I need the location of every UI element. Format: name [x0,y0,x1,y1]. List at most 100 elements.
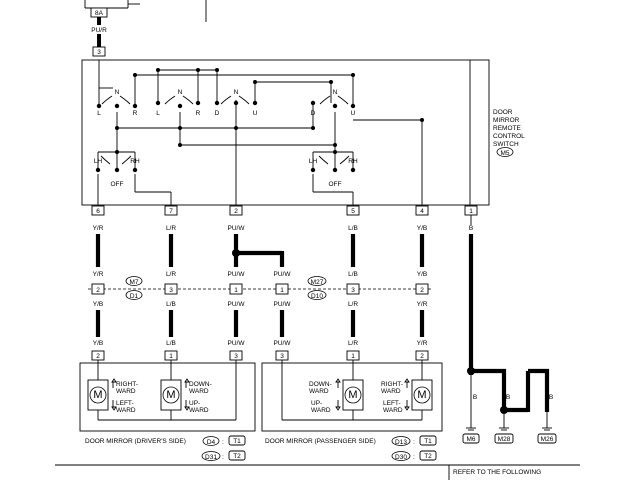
motor-icon: M [166,389,175,401]
svg-text:PU/W: PU/W [274,301,292,308]
svg-text:6: 6 [96,208,100,215]
svg-text:7: 7 [169,208,173,215]
svg-text:MIRROR: MIRROR [493,117,520,124]
svg-text:B: B [473,394,477,401]
svg-text:PU/W: PU/W [228,301,246,308]
svg-text:L/R: L/R [166,271,176,278]
svg-text:Y/B: Y/B [93,301,103,308]
joint-wire-labels-bottom: Y/B L/B PU/W PU/W L/R Y/R [93,301,428,308]
svg-text:T2: T2 [424,453,432,460]
svg-text:WARD: WARD [311,407,331,414]
svg-text:REMOTE: REMOTE [493,125,521,132]
top-wire-upper [97,17,101,25]
svg-text:WARD: WARD [381,388,401,395]
svg-text:B: B [469,225,473,232]
svg-text:D30: D30 [395,454,407,461]
switch-internals [95,60,471,205]
passenger-mirror-internals [281,360,433,421]
svg-text:SWITCH: SWITCH [493,141,519,148]
joint-wire-labels-top: Y/R L/R PU/W PU/W L/B Y/B [93,271,428,278]
svg-text:WARD: WARD [189,388,209,395]
ground-wire-labels: B B B [473,394,553,401]
mirror-connector-pins: 2 1 3 3 1 2 [91,350,429,361]
svg-text:B: B [506,394,510,401]
svg-text:2: 2 [420,287,424,294]
driver-motor-labels: RIGHT- WARD LEFT- WARD DOWN- WARD UP- WA… [116,381,212,414]
svg-text:3: 3 [169,287,173,294]
svg-text:WARD: WARD [383,407,403,414]
svg-text:4: 4 [420,208,424,215]
svg-text:L/B: L/B [166,301,176,308]
upper-wires [95,215,474,375]
svg-text:2: 2 [96,353,100,360]
ground-label: M28 [498,436,511,443]
driver-mirror-title: DOOR MIRROR (DRIVER'S SIDE) [85,438,186,445]
top-wire-lower [97,34,101,47]
svg-text:D31: D31 [205,454,217,461]
passenger-mirror-ids: D13 : T1 D30 : T2 [391,435,437,461]
svg-text:2: 2 [420,353,424,360]
top-wire-color: PU/R [91,27,107,34]
motor-icon: M [348,389,357,401]
driver-mirror-ids: D4 : T1 D31 : T2 [201,435,246,461]
svg-text:5: 5 [351,208,355,215]
svg-text:LEFT-: LEFT- [383,400,401,407]
svg-text::: : [222,439,224,446]
svg-text:Y/R: Y/R [417,340,428,347]
svg-text:Y/B: Y/B [93,340,103,347]
svg-text:LEFT-: LEFT- [116,400,134,407]
svg-text::: : [413,439,415,446]
svg-text:1: 1 [234,287,238,294]
motor-icon: M [93,389,102,401]
svg-text:1: 1 [351,353,355,360]
switch-name: DOOR MIRROR REMOTE CONTROL SWITCH [493,109,525,148]
ground-label: M6 [466,436,475,443]
ground-label: M26 [541,436,554,443]
ground-wires [467,367,550,428]
lower-wire-labels: Y/B L/B PU/W PU/W L/R Y/R [93,340,428,347]
svg-text:DOWN-: DOWN- [189,381,212,388]
svg-text:U: U [253,110,258,117]
svg-text:L: L [97,110,101,117]
svg-text:WARD: WARD [116,388,136,395]
svg-text:R: R [133,110,138,117]
footer-note: REFER TO THE FOLLOWING [453,469,541,476]
svg-text:Y/B: Y/B [417,225,427,232]
svg-text:D: D [215,110,220,117]
fuse-label: 8A [95,10,104,17]
svg-text:UP-: UP- [189,400,200,407]
svg-text:Y/R: Y/R [93,225,104,232]
svg-text:N: N [333,89,338,96]
ground-symbols [462,427,557,444]
motor-icon: M [417,389,426,401]
door-mirror-switch [81,59,490,206]
svg-text:PU/W: PU/W [228,271,246,278]
passenger-mirror-title: DOOR MIRROR (PASSENGER SIDE) [265,438,376,445]
svg-text:PU/W: PU/W [228,340,246,347]
svg-text:M27: M27 [311,279,324,286]
svg-text:PU/W: PU/W [228,225,246,232]
svg-text:D: D [311,110,316,117]
svg-text:DOWN-: DOWN- [309,381,332,388]
svg-text:D13: D13 [395,439,407,446]
svg-text:OFF: OFF [329,181,342,188]
svg-text:N: N [178,89,183,96]
switch-contact-labels: L N R L N R D N U D N U LH RH OFF LH RH … [94,89,358,188]
switch-terminals: 6 7 2 5 4 1 [91,205,478,216]
svg-text:1: 1 [280,287,284,294]
svg-text:3: 3 [351,287,355,294]
svg-text:OFF: OFF [111,181,124,188]
svg-text:N: N [234,89,239,96]
svg-text:PU/W: PU/W [274,340,292,347]
svg-text::: : [413,454,415,461]
svg-text:1: 1 [469,208,473,215]
switch-input-terminal: 3 [97,49,101,56]
lower-wires [95,310,425,337]
svg-text:DOOR: DOOR [493,109,513,116]
svg-text:M7: M7 [129,279,138,286]
svg-text:U: U [351,110,356,117]
upper-wire-labels: Y/R L/R PU/W L/B Y/B B [93,225,474,232]
svg-text:L/R: L/R [166,225,176,232]
svg-text:WARD: WARD [116,407,136,414]
svg-text:L/R: L/R [348,340,358,347]
